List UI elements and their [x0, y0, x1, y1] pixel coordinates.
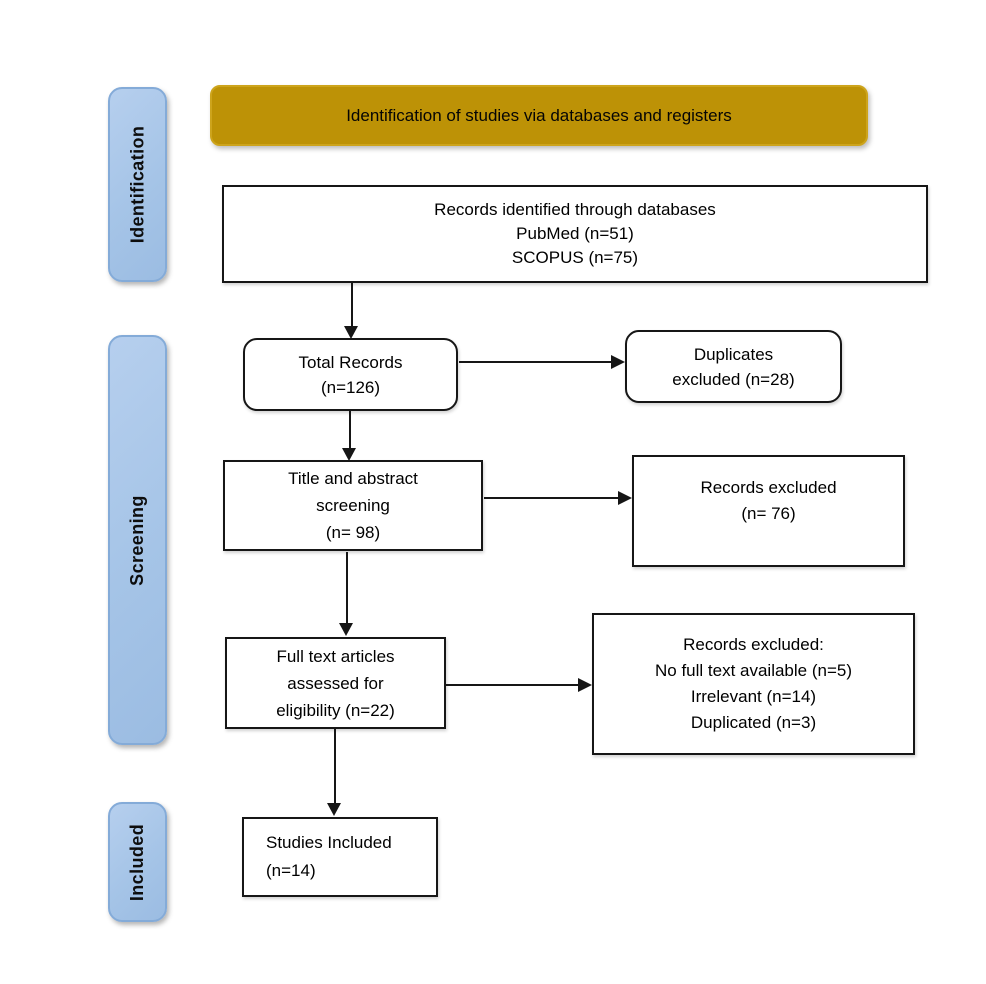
arrow-screening-to-fulltext-line [346, 552, 348, 625]
arrow-screening-to-fulltext-head-icon [339, 623, 353, 636]
box-studies-included: Studies Included (n=14) [242, 817, 438, 897]
box-line: (n=126) [320, 377, 381, 397]
box-records-identified: Records identified through databases Pub… [222, 185, 928, 283]
box-records-excluded-screening: Records excluded (n= 76) [632, 455, 905, 567]
box-line: (n=14) [266, 861, 316, 880]
box-duplicates-excluded: Duplicates excluded (n=28) [625, 330, 842, 403]
box-line: PubMed (n=51) [516, 224, 634, 243]
box-full-text-assessed: Full text articles assessed for eligibil… [225, 637, 446, 729]
banner-title: Identification of studies via databases … [346, 105, 732, 125]
arrow-total-to-screening-line [349, 411, 351, 449]
arrow-total-to-screening-head-icon [342, 448, 356, 461]
box-line: Title and abstract [288, 469, 418, 488]
box-records-excluded-fulltext: Records excluded: No full text available… [592, 613, 915, 755]
arrow-records-to-total-line [351, 283, 353, 328]
box-total-records: Total Records (n=126) [243, 338, 458, 411]
box-line: Irrelevant (n=14) [690, 687, 817, 706]
arrow-screening-to-excluded-line [484, 497, 620, 499]
box-line: Duplicates [693, 344, 774, 364]
stage-label-screening: Screening [127, 494, 148, 586]
box-line: excluded (n=28) [672, 369, 795, 389]
arrow-fulltext-to-excluded-head-icon [578, 678, 592, 692]
box-line: Total Records [298, 352, 403, 372]
stage-label-included: Included [127, 823, 147, 901]
box-line: (n= 76) [741, 504, 796, 523]
stage-pill-identification: Identification [108, 87, 167, 282]
stage-pill-screening: Screening [108, 335, 167, 745]
arrow-fulltext-to-excluded-line [446, 684, 580, 686]
stage-label-identification: Identification [127, 125, 148, 244]
arrow-total-to-duplicates-line [459, 361, 613, 363]
box-line: assessed for [287, 673, 384, 693]
box-line: No full text available (n=5) [654, 661, 853, 680]
arrow-records-to-total-head-icon [344, 326, 358, 339]
box-line: eligibility (n=22) [276, 700, 395, 720]
box-line: Studies Included [266, 833, 392, 852]
banner-pill: Identification of studies via databases … [210, 85, 868, 146]
arrow-screening-to-excluded-head-icon [618, 491, 632, 505]
box-title-abstract-screening: Title and abstract screening (n= 98) [223, 460, 483, 551]
box-line: screening [316, 496, 390, 515]
stage-pill-included: Included [108, 802, 167, 922]
arrow-fulltext-to-included-line [334, 729, 336, 805]
box-line: Full text articles [276, 646, 395, 666]
box-line: Records excluded [700, 478, 837, 497]
box-line: Records identified through databases [434, 200, 716, 219]
arrow-fulltext-to-included-head-icon [327, 803, 341, 816]
box-line: Records excluded: [683, 635, 824, 654]
box-line: Duplicated (n=3) [690, 713, 817, 732]
box-line: (n= 98) [325, 523, 381, 542]
box-line: SCOPUS (n=75) [511, 248, 639, 267]
arrow-total-to-duplicates-head-icon [611, 355, 625, 369]
